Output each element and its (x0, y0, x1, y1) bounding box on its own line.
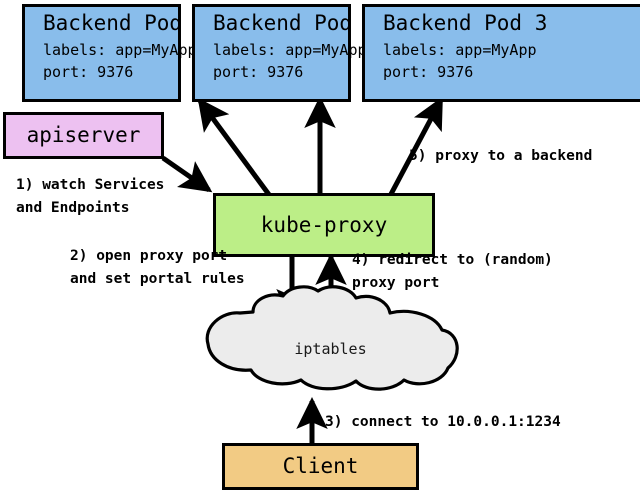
pod-1-labels: labels: app=MyApp (43, 41, 197, 60)
node-backend-pod-2: Backend Pod 2 labels: app=MyApp port: 93… (192, 4, 378, 102)
edge-apiserver-to-kubeproxy (161, 155, 213, 193)
pod-1-port: port: 9376 (43, 62, 134, 81)
edge-label-step-4-line-2: proxy port (352, 275, 440, 291)
edge-label-step-1-line-1: 1) watch Services (16, 177, 165, 193)
edge-label-step-1-line-2: and Endpoints (16, 200, 130, 216)
node-kube-proxy: kube-proxy (213, 193, 435, 257)
edge-label-step-3: 3) connect to 10.0.0.1:1234 (325, 414, 561, 430)
pod-2-title: Backend Pod 2 (213, 11, 378, 35)
pod-3-labels: labels: app=MyApp (383, 41, 537, 60)
pod-3-port: port: 9376 (383, 62, 474, 81)
node-backend-pod-1: Backend Pod 1 labels: app=MyApp port: 93… (22, 4, 208, 102)
edge-label-step-4-line-1: 4) redirect to (random) (352, 252, 553, 268)
apiserver-title: apiserver (26, 123, 141, 148)
edge-kubeproxy-to-pod1 (197, 97, 273, 198)
node-backend-pod-3: Backend Pod 3 labels: app=MyApp port: 93… (362, 4, 640, 102)
node-client: Client (222, 443, 419, 490)
pod-1-title: Backend Pod 1 (43, 11, 208, 35)
pod-3-title: Backend Pod 3 (383, 11, 548, 35)
kube-proxy-title: kube-proxy (260, 212, 388, 237)
pod-2-labels: labels: app=MyApp (213, 41, 367, 60)
edge-label-step-5: 5) proxy to a backend (409, 148, 593, 164)
edge-label-step-2-line-2: and set portal rules (70, 271, 245, 287)
node-apiserver: apiserver (3, 112, 164, 159)
iptables-cloud (205, 285, 459, 391)
pod-2-port: port: 9376 (213, 62, 304, 81)
iptables-label: iptables (294, 340, 367, 358)
client-title: Client (282, 454, 359, 479)
edge-label-step-2-line-1: 2) open proxy port (70, 248, 228, 264)
